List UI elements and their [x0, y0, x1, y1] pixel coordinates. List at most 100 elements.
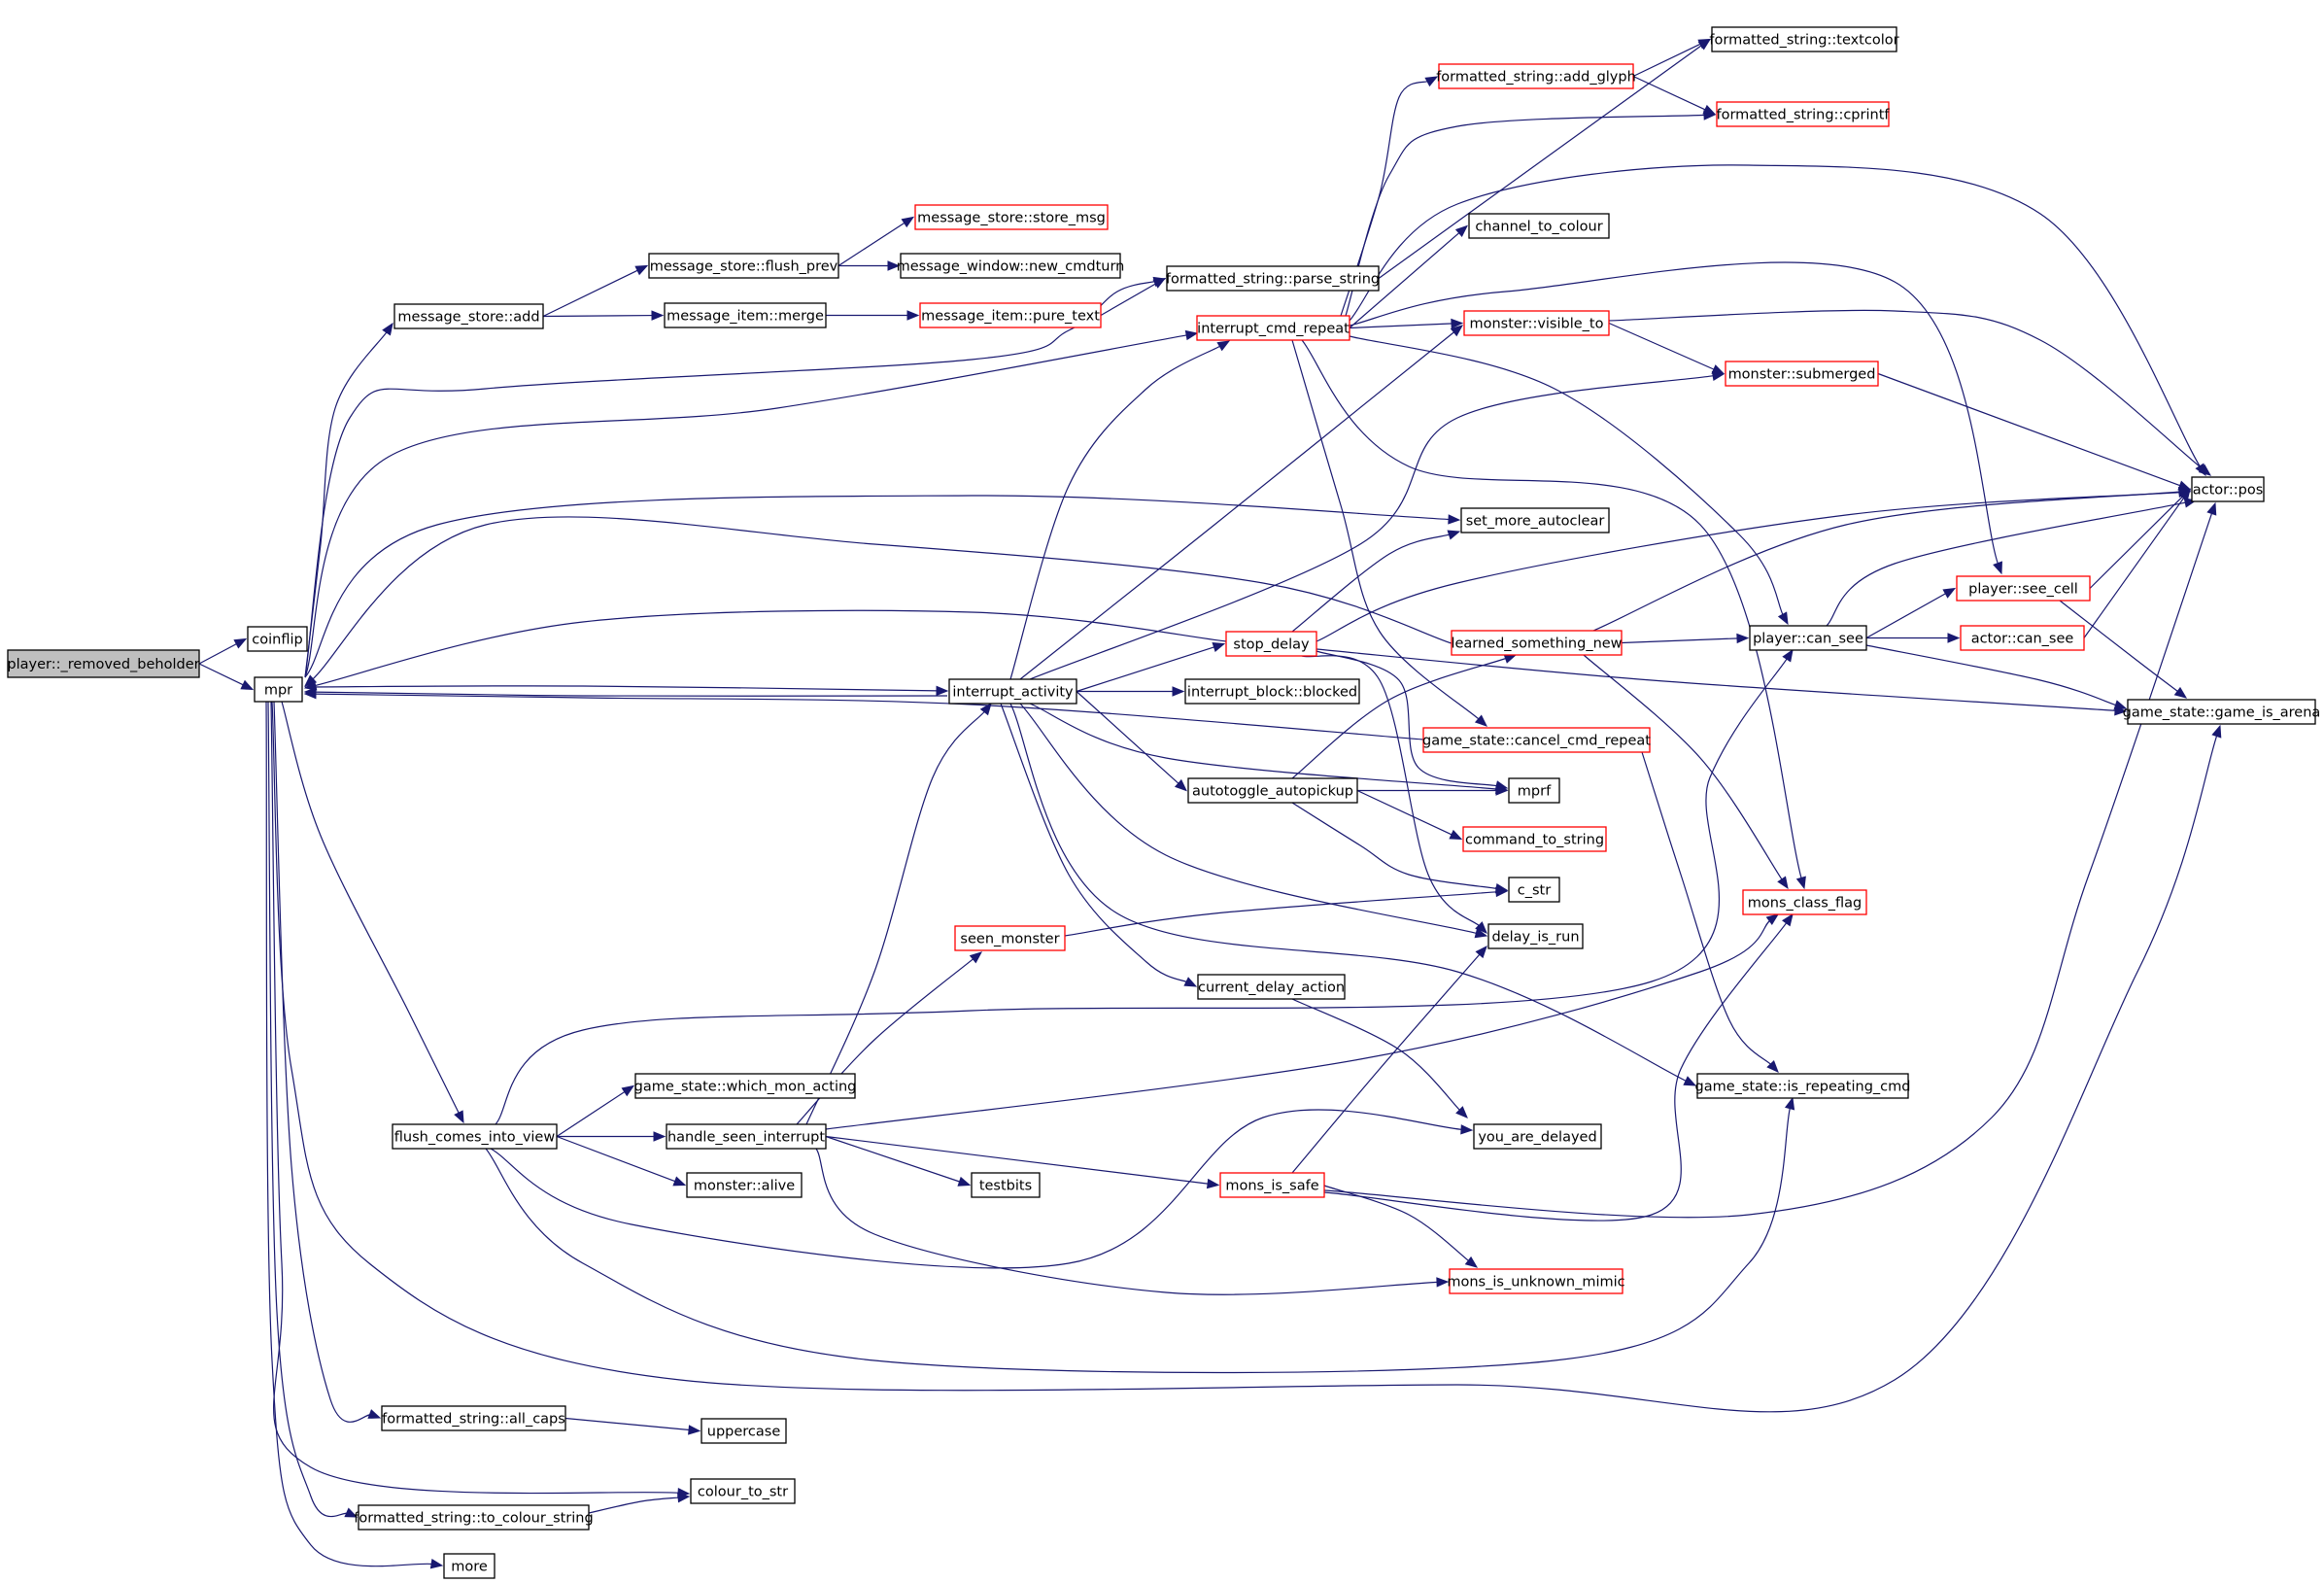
- node-handle-seen-interrupt[interactable]: handle_seen_interrupt: [666, 1123, 827, 1150]
- edge-line: [1349, 323, 1454, 329]
- node-more[interactable]: more: [443, 1553, 496, 1579]
- edge-line: [1865, 592, 1948, 639]
- node-mi-pure-text[interactable]: message_item::pure_text: [919, 302, 1102, 328]
- edge-line: [304, 280, 1157, 678]
- node-label: seen_monster: [960, 932, 1059, 947]
- arrowhead: [1784, 1096, 1795, 1111]
- node-monster-submerged[interactable]: monster::submerged: [1725, 361, 1879, 387]
- node-box: [971, 1172, 1041, 1198]
- call-edge-stop-delay-to-delay-is-run: [1301, 655, 1487, 934]
- node-interrupt-block-blocked[interactable]: interrupt_block::blocked: [1184, 678, 1360, 705]
- node-fs-add-glyph[interactable]: formatted_string::add_glyph: [1436, 63, 1636, 89]
- node-mons-class-flag[interactable]: mons_class_flag: [1742, 889, 1867, 915]
- call-edge-interrupt-cmd-repeat-to-monster-visible-to: [1349, 318, 1464, 329]
- node-label: uppercase: [707, 1425, 781, 1440]
- node-colour-to-str[interactable]: colour_to_str: [690, 1478, 796, 1504]
- arrowhead: [1782, 912, 1794, 927]
- edge-line: [304, 685, 940, 692]
- node-gs-which-mon-acting[interactable]: game_state::which_mon_acting: [634, 1073, 857, 1099]
- node-you-are-delayed[interactable]: you_are_delayed: [1473, 1123, 1602, 1150]
- node-fs-parse-string[interactable]: formatted_string::parse_string: [1166, 265, 1380, 292]
- call-edge-mons-is-safe-to-delay-is-run: [1291, 946, 1487, 1174]
- node-actor-can-see[interactable]: actor::can_see: [1960, 625, 2085, 651]
- node-stop-delay[interactable]: stop_delay: [1225, 631, 1317, 657]
- node-seen-monster[interactable]: seen_monster: [954, 925, 1066, 951]
- node-box: [919, 302, 1102, 328]
- node-interrupt-activity[interactable]: interrupt_activity: [948, 678, 1077, 705]
- node-mons-is-unknown-mimic[interactable]: mons_is_unknown_mimic: [1447, 1268, 1625, 1294]
- call-edge-mpr-to-fs-all-caps: [273, 701, 382, 1423]
- node-label: formatted_string::to_colour_string: [354, 1511, 593, 1527]
- node-coinflip[interactable]: coinflip: [247, 626, 308, 652]
- node-command-to-string[interactable]: command_to_string: [1462, 826, 1607, 852]
- node-monster-alive[interactable]: monster::alive: [686, 1172, 803, 1198]
- node-mpr[interactable]: mpr: [254, 676, 303, 703]
- arrowhead: [1455, 1106, 1468, 1118]
- node-player-see-cell[interactable]: player::see_cell: [1956, 575, 2091, 602]
- node-mons-is-safe[interactable]: mons_is_safe: [1219, 1172, 1325, 1198]
- node-box: [1219, 1172, 1325, 1198]
- call-edge-stop-delay-to-set-more-autoclear: [1291, 530, 1461, 633]
- node-fs-textcolor[interactable]: formatted_string::textcolor: [1709, 26, 1899, 52]
- call-edge-monster-submerged-to-actor-pos: [1877, 372, 2192, 491]
- node-root[interactable]: player::_removed_beholder: [7, 649, 200, 678]
- node-box: [1711, 26, 1897, 52]
- node-box: [1487, 923, 1584, 949]
- node-uppercase[interactable]: uppercase: [701, 1418, 787, 1444]
- node-current-delay-action[interactable]: current_delay_action: [1197, 974, 1346, 1000]
- call-edge-monster-visible-to-to-monster-submerged: [1608, 322, 1726, 375]
- edge-line: [796, 957, 975, 1125]
- node-box: [900, 253, 1121, 279]
- node-mi-merge[interactable]: message_item::merge: [664, 302, 827, 328]
- call-edge-player-can-see-to-actor-can-see: [1866, 633, 1961, 643]
- node-label: delay_is_run: [1491, 930, 1579, 946]
- node-gs-cancel-cmd-repeat[interactable]: game_state::cancel_cmd_repeat: [1422, 727, 1651, 753]
- call-edge-mpr-to-colour-to-str: [270, 701, 691, 1498]
- node-label: monster::alive: [694, 1179, 795, 1194]
- node-label: formatted_string::parse_string: [1166, 272, 1380, 288]
- call-edge-autotoggle-autopickup-to-mprf: [1357, 785, 1509, 796]
- edge-line: [304, 330, 389, 678]
- call-edge-learned-something-new-to-player-can-see: [1621, 633, 1750, 644]
- node-gs-is-repeating-cmd[interactable]: game_state::is_repeating_cmd: [1695, 1073, 1911, 1099]
- node-learned-something-new[interactable]: learned_something_new: [1451, 630, 1623, 656]
- node-ms-flush-prev[interactable]: message_store::flush_prev: [648, 253, 839, 279]
- call-edge-ms-add-to-ms-flush-prev: [542, 264, 649, 318]
- node-box: [1451, 630, 1623, 656]
- call-edge-autotoggle-autopickup-to-command-to-string: [1356, 789, 1463, 841]
- node-monster-visible-to[interactable]: monster::visible_to: [1463, 310, 1610, 336]
- node-flush-comes-into-view[interactable]: flush_comes_into_view: [392, 1123, 558, 1150]
- node-mw-new-cmdturn[interactable]: message_window::new_cmdturn: [897, 253, 1125, 279]
- edge-line: [1029, 374, 1716, 680]
- call-edge-interrupt-activity-to-stop-delay: [1076, 642, 1226, 693]
- node-box: [358, 1504, 590, 1531]
- node-fs-cprintf[interactable]: formatted_string::cprintf: [1716, 101, 1891, 127]
- node-autotoggle-autopickup[interactable]: autotoggle_autopickup: [1187, 777, 1358, 804]
- call-edge-interrupt-activity-to-interrupt-block-blocked: [1077, 686, 1185, 697]
- node-ms-store-msg[interactable]: message_store::store_msg: [914, 204, 1109, 230]
- node-testbits[interactable]: testbits: [971, 1172, 1041, 1198]
- arrowhead: [1474, 714, 1487, 727]
- arrowhead: [906, 310, 920, 321]
- node-mprf[interactable]: mprf: [1508, 777, 1560, 804]
- node-box: [1696, 1073, 1909, 1099]
- node-channel-to-colour[interactable]: channel_to_colour: [1468, 213, 1610, 239]
- node-set-more-autoclear[interactable]: set_more_autoclear: [1460, 507, 1610, 533]
- node-player-can-see[interactable]: player::can_see: [1749, 625, 1867, 651]
- call-edge-mons-is-safe-to-mons-class-flag: [1323, 912, 1794, 1222]
- arrowhead: [1451, 318, 1464, 329]
- node-interrupt-cmd-repeat[interactable]: interrupt_cmd_repeat: [1196, 315, 1350, 341]
- node-label: monster::visible_to: [1470, 317, 1604, 332]
- edge-line: [805, 709, 986, 1125]
- node-fs-to-colour-string[interactable]: formatted_string::to_colour_string: [354, 1504, 594, 1531]
- node-fs-all-caps[interactable]: formatted_string::all_caps: [381, 1405, 566, 1431]
- edge-line: [1632, 75, 1708, 112]
- node-box: [1956, 575, 2091, 602]
- arrowhead: [1174, 778, 1187, 792]
- arrowhead: [979, 702, 992, 716]
- node-delay-is-run[interactable]: delay_is_run: [1487, 923, 1584, 949]
- node-gs-game-is-arena[interactable]: game_state::game_is_arena: [2123, 699, 2321, 725]
- node-ms-add[interactable]: message_store::add: [393, 303, 544, 329]
- node-c-str[interactable]: c_str: [1508, 877, 1560, 903]
- node-actor-pos[interactable]: actor::pos: [2191, 476, 2265, 502]
